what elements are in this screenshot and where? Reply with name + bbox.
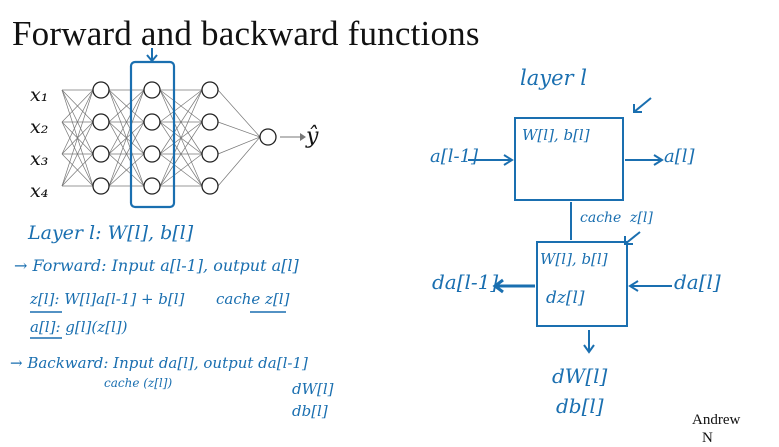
- layer-pointer-arrow: [146, 48, 158, 63]
- network-edge: [159, 153, 203, 187]
- block-da-out: da[l-1]: [432, 270, 499, 294]
- input-x2: x₂: [30, 116, 49, 138]
- da-in-arrow: [628, 280, 672, 292]
- hidden-neuron: [201, 113, 219, 131]
- forward-out-arrow: [625, 154, 664, 166]
- network-edge: [108, 153, 145, 187]
- block-cache-z: z[l]: [630, 210, 653, 226]
- hidden-neuron: [201, 177, 219, 195]
- note-layer-def: Layer l: W[l], b[l]: [28, 222, 194, 244]
- note-forward: → Forward: Input a[l-1], output a[l]: [14, 256, 299, 275]
- forward-in-arrow: [468, 154, 514, 166]
- note-dw: dW[l]: [292, 380, 334, 398]
- gradient-down-arrow: [583, 330, 595, 354]
- network-edge: [217, 121, 261, 138]
- block-da-in: da[l]: [674, 270, 721, 294]
- note-z-equation: z[l]: W[l]a[l-1] + b[l]: [30, 290, 185, 308]
- input-x3: x₃: [30, 148, 49, 170]
- block-params: W[l], b[l]: [522, 126, 590, 144]
- network-edge: [159, 89, 203, 187]
- network-edge: [108, 89, 145, 123]
- network-edge: [61, 89, 94, 155]
- network-edge: [61, 89, 94, 123]
- network-edge: [159, 89, 203, 123]
- hidden-neuron: [92, 177, 110, 195]
- backward-block-params: W[l], b[l]: [540, 250, 608, 268]
- network-edge: [159, 89, 203, 155]
- hidden-neuron: [201, 81, 219, 99]
- cache-pointer-arrow: [624, 231, 641, 245]
- da-out-arrow: [492, 278, 535, 294]
- block-cache: cache: [580, 210, 622, 226]
- author-credit: Andrew: [692, 412, 741, 428]
- note-cache: cache z[l]: [216, 290, 290, 308]
- hidden-neuron: [201, 145, 219, 163]
- slide-title: Forward and backward functions: [12, 14, 480, 53]
- hidden-neuron: [143, 113, 161, 131]
- layer-title: layer l: [520, 66, 587, 90]
- network-edge: [159, 121, 203, 187]
- hidden-neuron: [143, 177, 161, 195]
- input-x4: x₄: [30, 180, 49, 202]
- network-edge: [108, 121, 145, 187]
- network-edge: [217, 136, 261, 155]
- hidden-neuron: [143, 81, 161, 99]
- output-arrow-head: [300, 133, 306, 141]
- network-edge: [61, 153, 94, 187]
- block-in-label: a[l-1]: [430, 146, 479, 167]
- forward-block: [514, 117, 624, 201]
- network-edge: [217, 89, 261, 138]
- output-yhat: ŷ: [306, 124, 319, 149]
- input-x1: x₁: [30, 84, 49, 106]
- network-edge: [108, 89, 145, 187]
- block-db: db[l]: [556, 394, 604, 418]
- hidden-neuron: [143, 145, 161, 163]
- note-cache-z: cache (z[l]): [104, 376, 173, 390]
- network-edge: [108, 89, 145, 155]
- note-db: db[l]: [292, 402, 328, 420]
- note-backward: → Backward: Input da[l], output da[l-1]: [10, 354, 308, 372]
- top-pointer-arrow: [633, 97, 652, 113]
- network-edge: [61, 89, 94, 187]
- hidden-neuron: [92, 145, 110, 163]
- block-dz: dz[l]: [546, 288, 585, 308]
- network-edge: [61, 121, 94, 187]
- note-a-equation: a[l]: g[l](z[l]): [30, 318, 128, 336]
- backward-block: [536, 241, 628, 327]
- author-credit-cut: N: [702, 430, 713, 446]
- output-neuron: [259, 128, 277, 146]
- layer-highlight: [129, 60, 176, 209]
- block-dw: dW[l]: [552, 364, 608, 388]
- hidden-neuron: [92, 113, 110, 131]
- hidden-neuron: [92, 81, 110, 99]
- network-edge: [217, 136, 261, 187]
- block-out-label: a[l]: [664, 146, 695, 167]
